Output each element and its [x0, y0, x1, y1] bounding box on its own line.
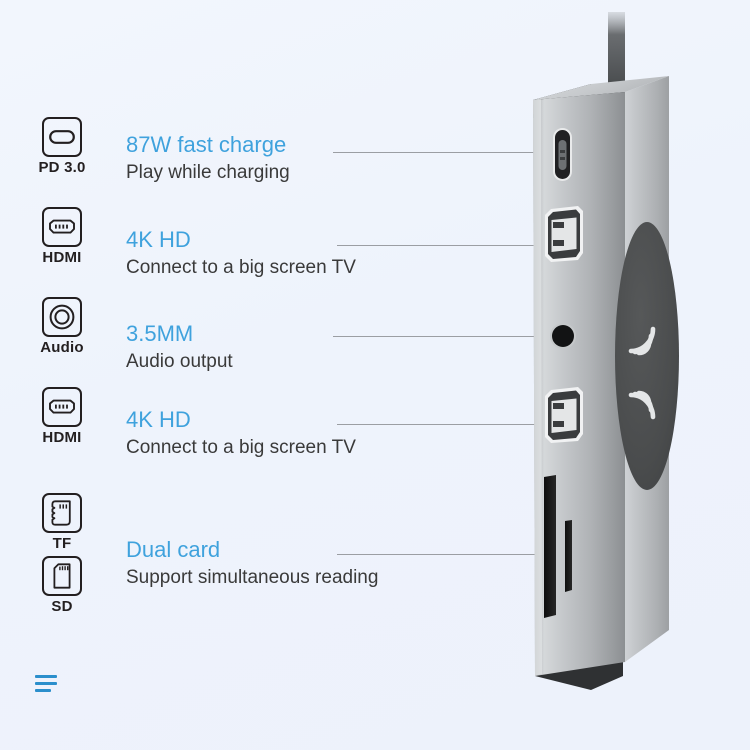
feature-subtitle: Play while charging [126, 162, 290, 183]
feature-subtitle: Support simultaneous reading [126, 567, 379, 588]
port-icon-column: PD 3.0 HDMI Aud [26, 0, 98, 750]
port-icon-label: PD 3.0 [38, 159, 86, 176]
port-icon-label: SD [51, 598, 73, 615]
feature-subtitle: Audio output [126, 351, 233, 372]
feature-title: 3.5MM [126, 321, 194, 346]
audio-jack-port [550, 323, 576, 349]
hdmi-port-bottom [545, 387, 583, 443]
port-icon-audio: Audio [26, 297, 98, 356]
hamburger-bar [35, 675, 57, 678]
port-icon-hdmi-top: HDMI [26, 207, 98, 266]
port-icon-label: HDMI [42, 429, 82, 446]
port-icon-label: Audio [40, 339, 84, 356]
feature-audio: 3.5MM Audio output [126, 321, 233, 374]
audio-jack-icon [42, 297, 82, 337]
leader-line-audio [333, 336, 565, 337]
port-icon-hdmi-bottom: HDMI [26, 387, 98, 446]
sd-card-icon [42, 556, 82, 596]
hamburger-bar [35, 682, 57, 685]
sd-card-slot [544, 475, 556, 618]
hamburger-menu-icon[interactable] [35, 675, 59, 696]
port-icon-label: HDMI [42, 249, 82, 266]
port-icon-label: TF [52, 535, 72, 552]
feature-title: 4K HD [126, 407, 191, 432]
leader-line-hdmi-top [337, 245, 553, 246]
wireless-charging-pad [615, 222, 679, 490]
attached-cable [608, 12, 625, 102]
device-top-bevel [533, 76, 669, 100]
hamburger-bar [35, 689, 51, 692]
tf-card-slot [565, 520, 572, 592]
hdmi-port-top [545, 206, 583, 262]
feature-hdmi-bottom: 4K HD Connect to a big screen TV [126, 407, 356, 460]
port-icon-tf: TF [26, 493, 98, 552]
wireless-charging-symbol [628, 326, 656, 420]
feature-hdmi-top: 4K HD Connect to a big screen TV [126, 227, 356, 280]
feature-pd30: 87W fast charge Play while charging [126, 132, 290, 185]
feature-title: 87W fast charge [126, 132, 287, 157]
device-edge-highlight [533, 99, 542, 677]
leader-line-hdmi-bottom [337, 424, 553, 425]
feature-dual-card: Dual card Support simultaneous reading [126, 537, 378, 590]
usb-c-icon [42, 117, 82, 157]
hdmi-icon [42, 207, 82, 247]
multiport-docking-station [495, 0, 750, 750]
hdmi-icon [42, 387, 82, 427]
port-icon-sd: SD [26, 556, 98, 615]
feature-subtitle: Connect to a big screen TV [126, 257, 356, 278]
port-icon-pd30: PD 3.0 [26, 117, 98, 176]
tf-card-icon [42, 493, 82, 533]
leader-line-pd30 [333, 152, 553, 153]
feature-subtitle: Connect to a big screen TV [126, 437, 356, 458]
usb-c-power-port [553, 128, 572, 181]
feature-title: 4K HD [126, 227, 191, 252]
leader-line-dual-card [337, 554, 553, 555]
feature-title: Dual card [126, 537, 221, 562]
